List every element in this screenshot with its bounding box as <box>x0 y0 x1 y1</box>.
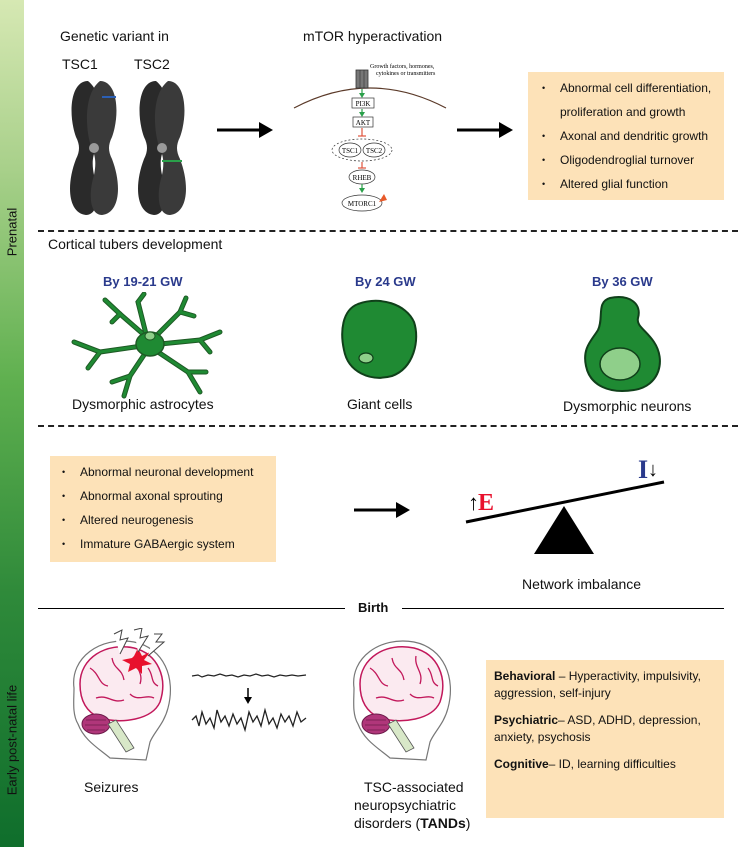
network-balance-illustration: ↑ E I ↓ <box>465 455 665 554</box>
stage-gw-label: By 24 GW <box>355 274 416 289</box>
balance-caption: Network imbalance <box>522 576 642 592</box>
seizure-focus-icon <box>122 648 152 674</box>
tand-head-illustration <box>353 640 452 761</box>
tsc1-node: TSC1 <box>342 147 359 155</box>
e-up-arrow-icon: ↑ <box>468 490 479 515</box>
receptor-note-1: Growth factors, hormones, <box>370 63 435 70</box>
arrow-right-icon <box>457 122 513 138</box>
mtor-effects-box: Abnormal cell differentiation, prolifera… <box>528 72 724 200</box>
chromosome-tsc2 <box>138 81 186 215</box>
tand-line-2: neuropsychiatric <box>354 797 456 813</box>
disorder-behavioral: Behavioral – Hyperactivity, impulsivity,… <box>494 669 701 700</box>
neuronal-item: Altered neurogenesis <box>56 508 270 532</box>
mtorc1-node: MTORC1 <box>348 200 377 208</box>
stage-label: Dysmorphic neurons <box>563 398 692 414</box>
prenatal-label: Prenatal <box>4 207 20 257</box>
stage-gw-label: By 36 GW <box>592 274 653 289</box>
tand-disorders-box: Behavioral – Hyperactivity, impulsivity,… <box>486 660 724 818</box>
tand-line-1: TSC-associated <box>364 779 464 795</box>
inhibition-label: I <box>638 455 648 484</box>
tsc2-node: TSC2 <box>366 147 383 155</box>
section-divider <box>38 425 738 427</box>
genetic-title: Genetic variant in <box>60 28 169 44</box>
birth-line-left <box>38 608 345 609</box>
activation-star-icon <box>379 194 387 202</box>
stage-label: Giant cells <box>347 396 413 412</box>
seizure-head-illustration <box>73 628 172 761</box>
balance-beam <box>465 480 665 524</box>
giant-cell-illustration <box>341 299 418 379</box>
tsc1-label: TSC1 <box>62 56 98 72</box>
lightning-icon <box>113 629 129 655</box>
neuronal-item: Abnormal axonal sprouting <box>56 484 270 508</box>
disorder-cognitive: Cognitive– ID, learning difficulties <box>494 757 676 771</box>
mtor-pathway-diagram: Growth factors, hormones, cytokines or t… <box>293 63 447 212</box>
seizures-label: Seizures <box>84 779 139 795</box>
effect-item: Abnormal cell differentiation, prolifera… <box>536 76 716 124</box>
astrocyte-illustration <box>71 292 223 399</box>
disorder-psychiatric: Psychiatric– ASD, ADHD, depression, anxi… <box>494 713 701 744</box>
stage-gw-label: By 19-21 GW <box>103 274 183 289</box>
arrow-right-icon <box>354 502 410 518</box>
mtor-title: mTOR hyperactivation <box>303 28 443 44</box>
tand-caption: TSC-associated neuropsychiatric disorder… <box>354 778 470 832</box>
lightning-icon <box>133 628 150 653</box>
neuronal-item: Abnormal neuronal development <box>56 460 270 484</box>
arrow-right-icon <box>217 122 273 138</box>
tubers-title: Cortical tubers development <box>48 236 223 252</box>
rheb-node: RHEB <box>353 174 372 182</box>
tand-acronym: TANDs <box>420 815 466 831</box>
chromosomes-illustration <box>70 81 186 215</box>
effect-item: Oligodendroglial turnover <box>536 148 716 172</box>
neuronal-item: Immature GABAergic system <box>56 532 270 556</box>
lightning-icon <box>147 633 166 657</box>
pi3k-node: PI3K <box>356 100 371 108</box>
tand-line-3: disorders (TANDs) <box>354 815 471 831</box>
stage-label: Dysmorphic astrocytes <box>72 396 214 412</box>
tsc2-label: TSC2 <box>134 56 170 72</box>
effect-item: Axonal and dendritic growth <box>536 124 716 148</box>
effect-item: Altered glial function <box>536 172 716 196</box>
neuronal-changes-box: Abnormal neuronal development Abnormal a… <box>50 456 276 562</box>
birth-line-right <box>402 608 724 609</box>
section-divider <box>38 230 738 232</box>
excitation-label: E <box>478 490 494 516</box>
balance-fulcrum <box>534 506 594 554</box>
neuron-illustration <box>584 296 661 392</box>
postnatal-label: Early post-natal life <box>4 684 20 796</box>
chromosome-tsc1 <box>70 81 118 215</box>
i-down-arrow-icon: ↓ <box>648 459 658 481</box>
eeg-normal-trace <box>191 673 307 678</box>
eeg-seizure-trace <box>191 707 307 733</box>
eeg-traces-illustration <box>191 673 307 733</box>
timeline-sidebar: Prenatal Early post-natal life <box>0 0 24 847</box>
arrow-down-icon <box>244 697 252 704</box>
akt-node: AKT <box>356 119 371 127</box>
receptor-icon <box>355 69 369 89</box>
birth-label: Birth <box>358 600 389 615</box>
receptor-note-2: cytokines or transmitters <box>376 71 436 77</box>
